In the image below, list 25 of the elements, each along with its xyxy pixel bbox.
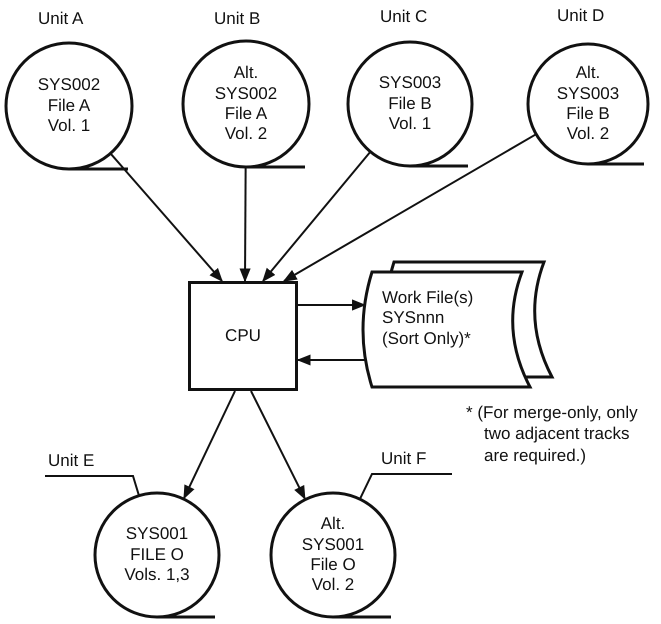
file-label: Work File(s) SYSnnn (Sort Only)* — [382, 288, 474, 350]
arrow — [239, 168, 251, 282]
arrow — [296, 354, 366, 366]
arrow — [262, 152, 371, 282]
arrow — [250, 390, 306, 500]
unit-label: Unit F — [381, 449, 426, 470]
box-label: CPU — [225, 326, 261, 346]
leader-line — [45, 475, 140, 495]
reel-label: SYS002 File A Vol. 1 — [36, 75, 102, 137]
footnote: * (For merge-only, only two adjacent tracks are required.) — [466, 402, 639, 466]
reel-label: SYS003 File B Vol. 1 — [378, 73, 442, 135]
unit-label: Unit A — [38, 9, 84, 30]
unit-label: Unit B — [214, 9, 260, 30]
leader-line — [359, 473, 452, 499]
arrow — [183, 390, 236, 500]
reel-label: Alt. SYS001 File O Vol. 2 — [300, 514, 366, 596]
arrow — [282, 134, 536, 282]
unit-label: Unit E — [48, 451, 94, 472]
process-box — [188, 281, 298, 391]
unit-label: Unit C — [380, 7, 428, 28]
reel-label: Alt. SYS002 File A Vol. 2 — [214, 63, 278, 145]
arrow — [110, 154, 223, 282]
reel-label: SYS001 FILE O Vols. 1,3 — [123, 524, 191, 586]
unit-label: Unit D — [557, 6, 604, 26]
reel-label: Alt. SYS003 File B Vol. 2 — [556, 63, 620, 145]
